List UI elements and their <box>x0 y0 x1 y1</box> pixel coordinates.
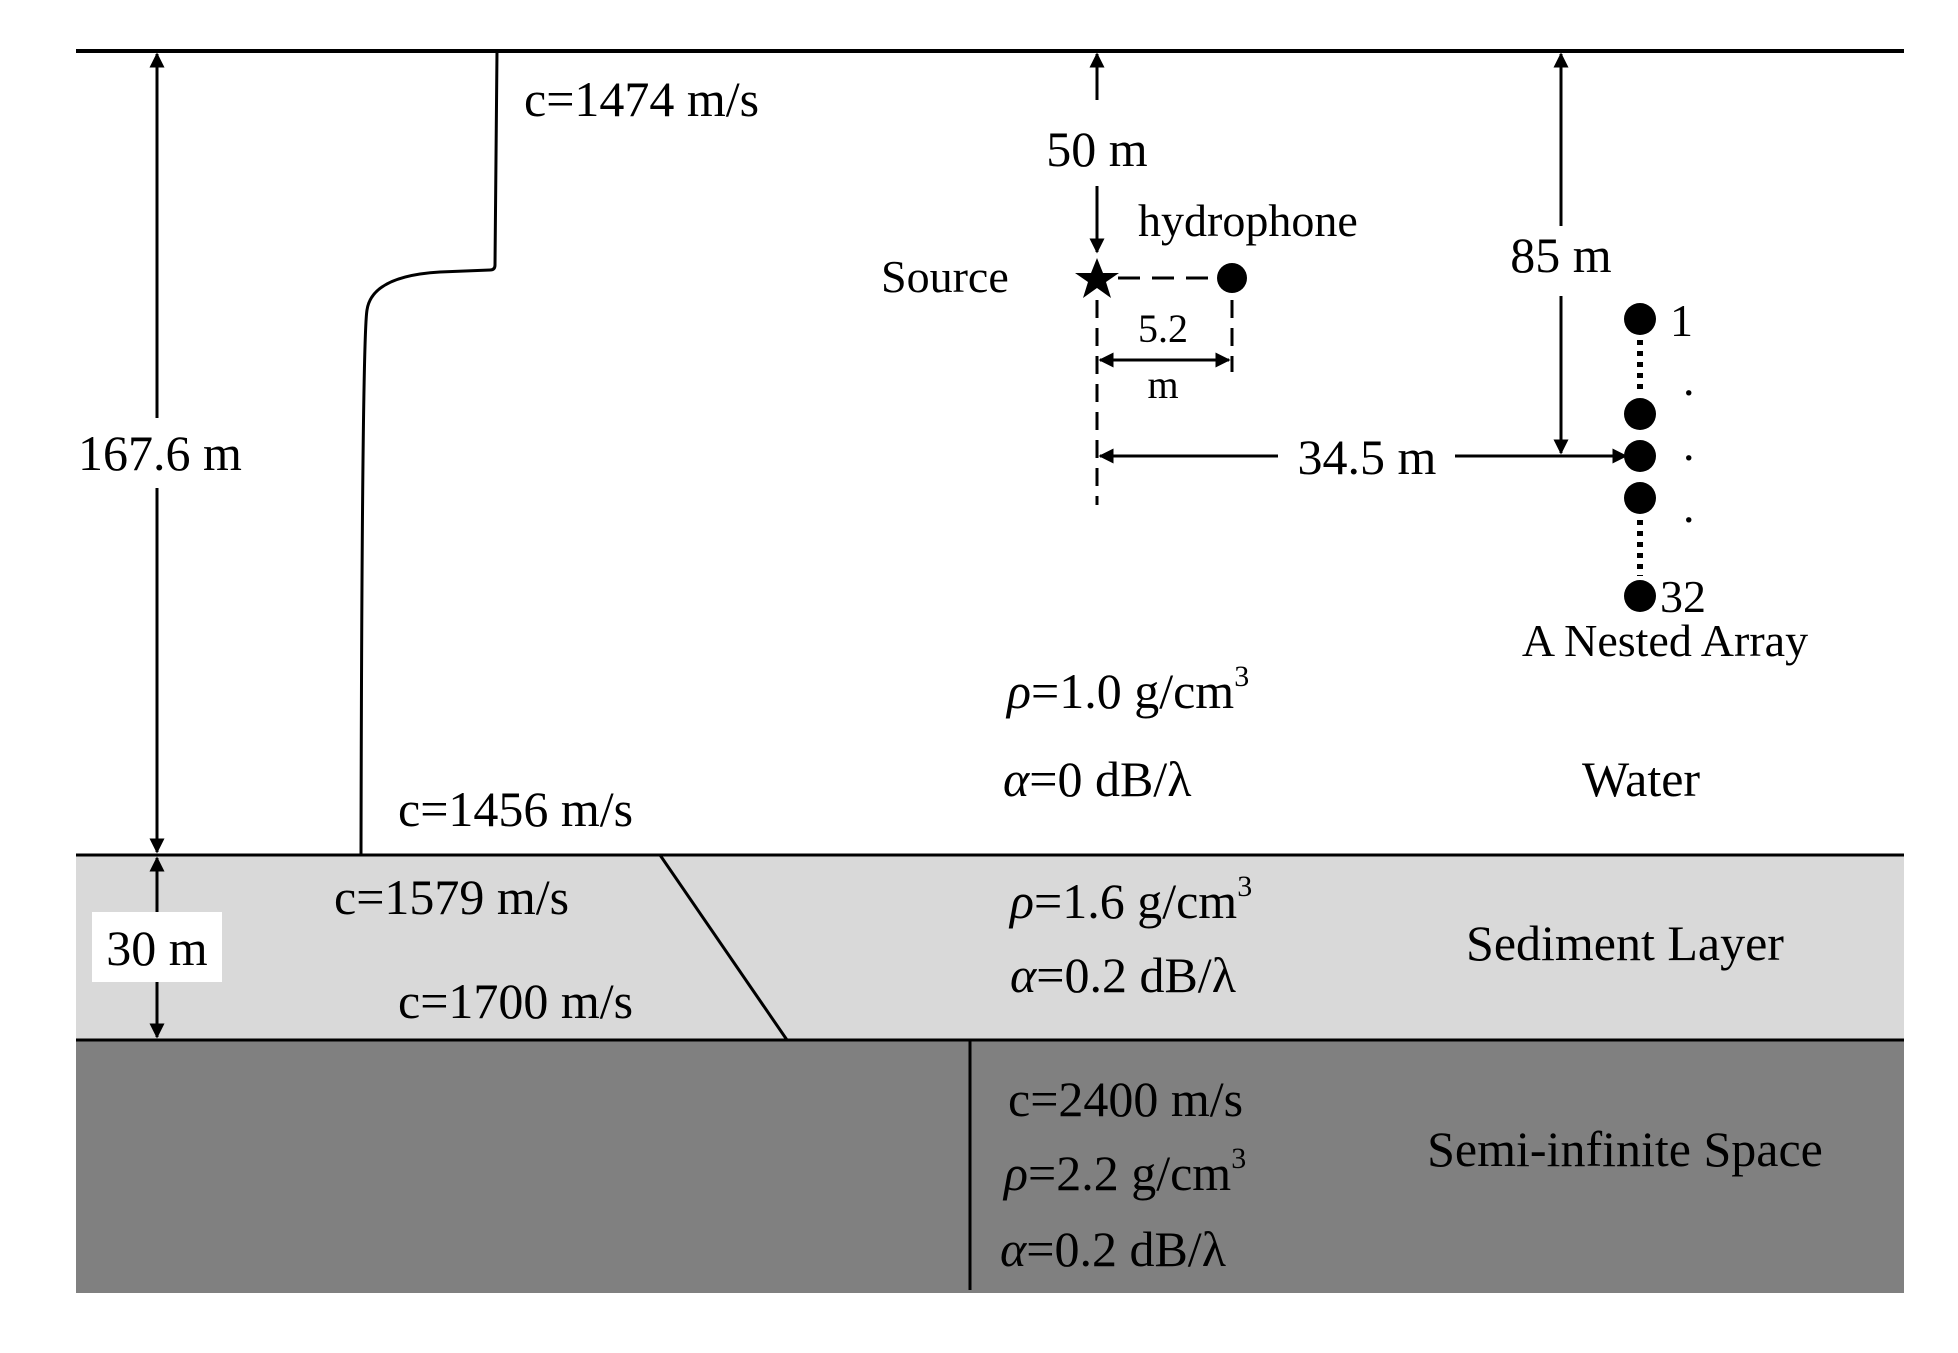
water-depth-label: 167.6 m <box>78 425 242 481</box>
hydrophone-label: hydrophone <box>1138 195 1358 246</box>
source-label: Source <box>881 251 1009 302</box>
sediment-thickness-label-bg <box>92 912 222 982</box>
water-density-label: ρ=1.0 g/cm3 <box>1005 660 1249 719</box>
water-attenuation-label: α=0 dB/λ <box>1003 751 1191 807</box>
halfspace-speed-label: c=2400 m/s <box>1008 1071 1243 1127</box>
water-sound-speed-profile <box>359 50 499 856</box>
hydrophone-offset-value: 5.2 <box>1138 306 1188 351</box>
array-depth-label: 85 m <box>1510 227 1612 283</box>
water-layer-label: Water <box>1582 751 1700 807</box>
array-name-label: A Nested Array <box>1522 615 1808 666</box>
halfspace-attenuation-label: α=0.2 dB/λ <box>1000 1221 1226 1277</box>
sediment-attenuation-label: α=0.2 dB/λ <box>1010 947 1236 1003</box>
array-ellipsis-dot: . <box>1683 481 1695 532</box>
water-depth-label-bg <box>55 418 265 488</box>
sediment-density-label: ρ=1.6 g/cm3 <box>1008 870 1252 929</box>
array-element <box>1624 482 1656 514</box>
array-first-index: 1 <box>1670 295 1693 346</box>
c-surface-label: c=1474 m/s <box>524 71 759 127</box>
c-sediment-bottom-label: c=1700 m/s <box>398 973 633 1029</box>
sediment-sound-speed-profile <box>658 854 789 1041</box>
hydrophone-offset-unit: m <box>1147 362 1178 407</box>
array-element-center <box>1624 440 1656 472</box>
array-ellipsis-dot: . <box>1683 354 1695 405</box>
array-element-top <box>1624 303 1656 335</box>
array-element <box>1624 398 1656 430</box>
source-star-icon <box>1075 258 1119 298</box>
sediment-layer-label: Sediment Layer <box>1466 915 1784 971</box>
halfspace-layer-fill <box>76 1040 1904 1293</box>
array-element-bottom <box>1624 580 1656 612</box>
hydrophone-icon <box>1217 263 1247 293</box>
sediment-thickness-label: 30 m <box>106 920 208 976</box>
halfspace-density-label: ρ=2.2 g/cm3 <box>1002 1142 1246 1201</box>
c-water-bottom-label: c=1456 m/s <box>398 781 633 837</box>
source-depth-label: 50 m <box>1046 121 1148 177</box>
halfspace-layer-label: Semi-infinite Space <box>1427 1121 1823 1177</box>
c-sediment-top-label: c=1579 m/s <box>334 869 569 925</box>
array-ellipsis-dot: . <box>1683 419 1695 470</box>
array-last-index: 32 <box>1660 571 1706 622</box>
sediment-layer-fill <box>76 855 1904 1040</box>
array-range-label: 34.5 m <box>1298 429 1437 485</box>
